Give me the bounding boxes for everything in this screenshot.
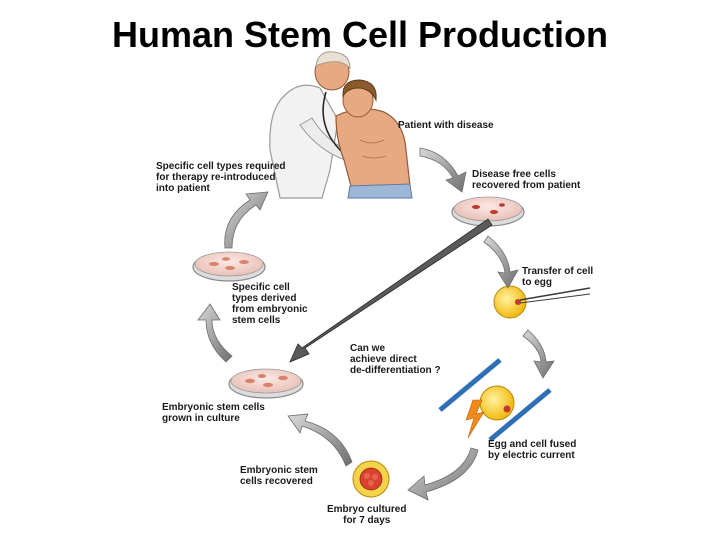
dedifferentiation-arrow — [289, 218, 493, 363]
arrow-3 — [522, 329, 555, 379]
arrow-1 — [419, 147, 467, 193]
label-embryo-cultured: Embryo cultured for 7 days — [327, 504, 407, 526]
patient-pants — [347, 183, 413, 199]
petri-dish-recovered — [451, 196, 525, 227]
label-disease-free-cells: Disease free cells recovered from patien… — [472, 169, 581, 191]
arrow-6 — [197, 303, 233, 363]
cycle-arrows — [197, 147, 555, 501]
doctor-hair — [315, 51, 351, 70]
slide-title: Human Stem Cell Production — [111, 14, 609, 55]
doctor-patient-illustration — [269, 51, 413, 199]
label-egg-and-cell-fused: Egg and cell fused by electric current — [488, 439, 577, 461]
arrow-4 — [407, 447, 479, 501]
egg-fusion — [438, 358, 552, 442]
pipette — [519, 287, 591, 301]
label-direct-dedifferentiation-question: Can we achieve direct de-differentiation… — [350, 343, 441, 376]
patient-hair — [342, 79, 377, 102]
egg-transfer — [493, 285, 591, 319]
label-transfer-of-cell: Transfer of cell to egg — [522, 266, 594, 288]
petri-dish-es-culture — [228, 368, 304, 399]
label-specific-cell-types-required: Specific cell types required for therapy… — [156, 161, 286, 194]
arrow-5 — [287, 413, 353, 467]
petri-dish-derived — [192, 251, 266, 282]
label-specific-cell-types-derived: Specific cell types derived from embryon… — [232, 282, 308, 326]
electrode-right — [488, 388, 552, 442]
label-embryonic-stem-cells-recovered: Embryonic stem cells recovered — [240, 465, 318, 487]
label-patient-with-disease: Patient with disease — [398, 120, 494, 131]
lightning-icon — [465, 399, 485, 439]
arrow-2 — [483, 235, 519, 289]
embryo — [352, 460, 390, 498]
electrode-left — [438, 358, 502, 412]
arrow-7 — [224, 191, 269, 249]
label-embryonic-stem-cells-culture: Embryonic stem cells grown in culture — [162, 402, 265, 424]
doctor-coat — [269, 84, 339, 199]
